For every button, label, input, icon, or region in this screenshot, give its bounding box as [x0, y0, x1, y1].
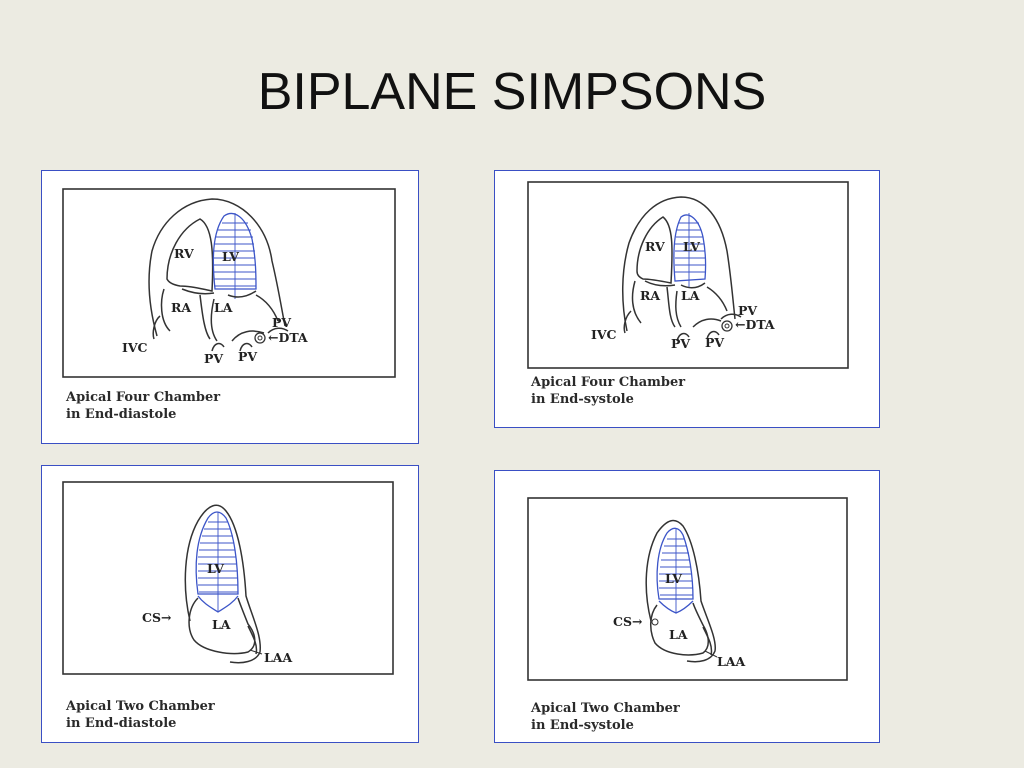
- inner-frame: [527, 497, 848, 681]
- lv-cavity: [656, 527, 694, 600]
- lv-hatching: [214, 213, 256, 299]
- label-rv: RV: [645, 239, 665, 254]
- ivc: [623, 310, 632, 334]
- caption-line-2: in End-systole: [531, 392, 634, 407]
- outer-outline: [645, 519, 716, 663]
- la-wall: [675, 286, 728, 328]
- label-cs: CS→: [613, 614, 643, 629]
- la-wall: [210, 294, 279, 342]
- caption-line-2: in End-diastole: [66, 407, 177, 422]
- label-lv: LV: [222, 249, 239, 264]
- diagram-a2c-systole: LV LA CS→ LAA: [527, 497, 848, 681]
- lv-cavity: [212, 212, 257, 290]
- label-lv: LV: [683, 239, 700, 254]
- label-pv-3: PV: [738, 303, 757, 318]
- caption: Apical Two Chamber in End-diastole: [66, 698, 215, 732]
- laa-arrow: [249, 649, 263, 655]
- panel-a2c-systole: LV LA CS→ LAA Apical Two Chamber in End-…: [494, 470, 880, 743]
- caption: Apical Two Chamber in End-systole: [531, 700, 680, 734]
- label-cs: CS→: [142, 610, 172, 625]
- label-dta: ←DTA: [735, 317, 775, 332]
- caption-line-1: Apical Four Chamber: [66, 390, 221, 405]
- label-ra: RA: [640, 288, 660, 303]
- ra-wall: [631, 280, 676, 328]
- laa: [702, 626, 713, 656]
- la-wall: [650, 602, 709, 656]
- caption-line-1: Apical Two Chamber: [531, 701, 680, 716]
- label-la: LA: [669, 627, 688, 642]
- label-pv-1: PV: [204, 351, 223, 366]
- caption: Apical Four Chamber in End-systole: [531, 374, 685, 408]
- dta-circle: [721, 320, 733, 332]
- panel-a4c-diastole: RV LV RA LA IVC PV PV PV ←DTA Apical Fou…: [41, 170, 419, 444]
- label-laa: LAA: [717, 654, 745, 669]
- dta-inner: [257, 335, 263, 341]
- laa-arrow: [704, 650, 718, 658]
- panel-a4c-systole: RV LV RA LA IVC PV PV PV ←DTA Apical Fou…: [494, 170, 880, 428]
- inner-frame: [527, 181, 849, 369]
- dta-circle: [254, 332, 266, 344]
- ivc: [152, 315, 161, 340]
- cs-circle: [651, 618, 659, 626]
- caption: Apical Four Chamber in End-diastole: [66, 389, 220, 423]
- label-ivc: IVC: [122, 340, 148, 355]
- rv-wall: [636, 216, 673, 284]
- diagram-a4c-diastole: RV LV RA LA IVC PV PV PV ←DTA: [62, 188, 396, 378]
- caption-line-2: in End-systole: [531, 718, 634, 733]
- label-dta: ←DTA: [268, 330, 308, 345]
- pv-stubs: [211, 327, 289, 352]
- mitral-leaflets: [658, 600, 694, 614]
- ra-wall: [160, 288, 211, 340]
- label-la: LA: [681, 288, 700, 303]
- lv-cavity: [195, 511, 239, 595]
- inner-frame: [62, 188, 396, 378]
- rv-wall: [166, 218, 214, 292]
- inner-frame: [62, 481, 394, 675]
- label-pv-2: PV: [238, 349, 257, 364]
- label-la: LA: [212, 617, 231, 632]
- av-junction: [181, 288, 257, 298]
- diagram-a2c-diastole: LV LA CS→ LAA: [62, 481, 394, 675]
- label-laa: LAA: [264, 650, 292, 665]
- lv-cavity: [673, 214, 707, 282]
- mitral-leaflets: [197, 595, 239, 613]
- label-pv-2: PV: [705, 335, 724, 350]
- lv-hatching: [675, 213, 705, 287]
- la-wall: [188, 597, 256, 655]
- label-lv: LV: [207, 561, 224, 576]
- panel-a2c-diastole: LV LA CS→ LAA Apical Two Chamber in End-…: [41, 465, 419, 743]
- dta-inner: [724, 323, 730, 329]
- lv-hatching: [659, 529, 693, 613]
- slide-title: BIPLANE SIMPSONS: [257, 63, 767, 121]
- label-ra: RA: [171, 300, 191, 315]
- pv-stubs: [676, 313, 742, 342]
- label-rv: RV: [174, 246, 194, 261]
- caption-line-2: in End-diastole: [66, 716, 177, 731]
- label-ivc: IVC: [591, 327, 617, 342]
- label-pv-3: PV: [272, 315, 291, 330]
- heart-outline: [148, 198, 286, 337]
- label-la: LA: [214, 300, 233, 315]
- av-junction: [644, 280, 706, 289]
- heart-outline: [622, 196, 736, 332]
- lv-hatching: [198, 512, 238, 612]
- caption-line-1: Apical Two Chamber: [66, 699, 215, 714]
- label-pv-1: PV: [671, 336, 690, 351]
- outer-outline: [184, 504, 261, 664]
- caption-line-1: Apical Four Chamber: [531, 375, 686, 390]
- diagram-a4c-systole: RV LV RA LA IVC PV PV PV ←DTA: [527, 181, 849, 369]
- label-lv: LV: [665, 571, 682, 586]
